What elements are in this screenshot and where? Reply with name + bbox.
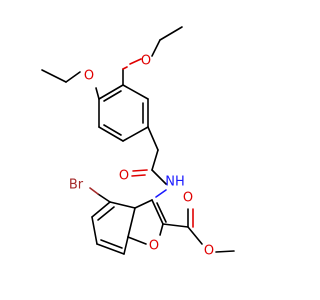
acetamide-linker bbox=[131, 126, 167, 185]
ethoxy-group-left bbox=[41, 69, 100, 100]
nh-label: NH bbox=[165, 175, 185, 190]
oxygen-ethoxy-left-label: O bbox=[84, 69, 94, 84]
molecule-structure-diagram: O O O NH Br O O O bbox=[41, 26, 235, 259]
top-benzene-ring bbox=[98, 84, 149, 142]
c-br-bond bbox=[97, 193, 111, 203]
oxygen-ethoxy-top-label: O bbox=[141, 54, 151, 69]
nh-c3-bond bbox=[155, 189, 167, 198]
methyl-ester-group bbox=[162, 208, 235, 253]
c-br-bond-colored bbox=[89, 187, 99, 195]
benzofuran-core bbox=[91, 199, 167, 255]
molecule-svg: O O O NH Br O O O bbox=[41, 26, 235, 259]
oxygen-amide-label: O bbox=[119, 169, 129, 184]
oxygen-ester-label: O bbox=[204, 244, 214, 259]
oxygen-furan-label: O bbox=[149, 239, 159, 254]
ethoxy-group-top bbox=[122, 26, 183, 86]
bromine-label: Br bbox=[69, 178, 84, 193]
oxygen-ester-carbonyl-label: O bbox=[183, 191, 193, 206]
